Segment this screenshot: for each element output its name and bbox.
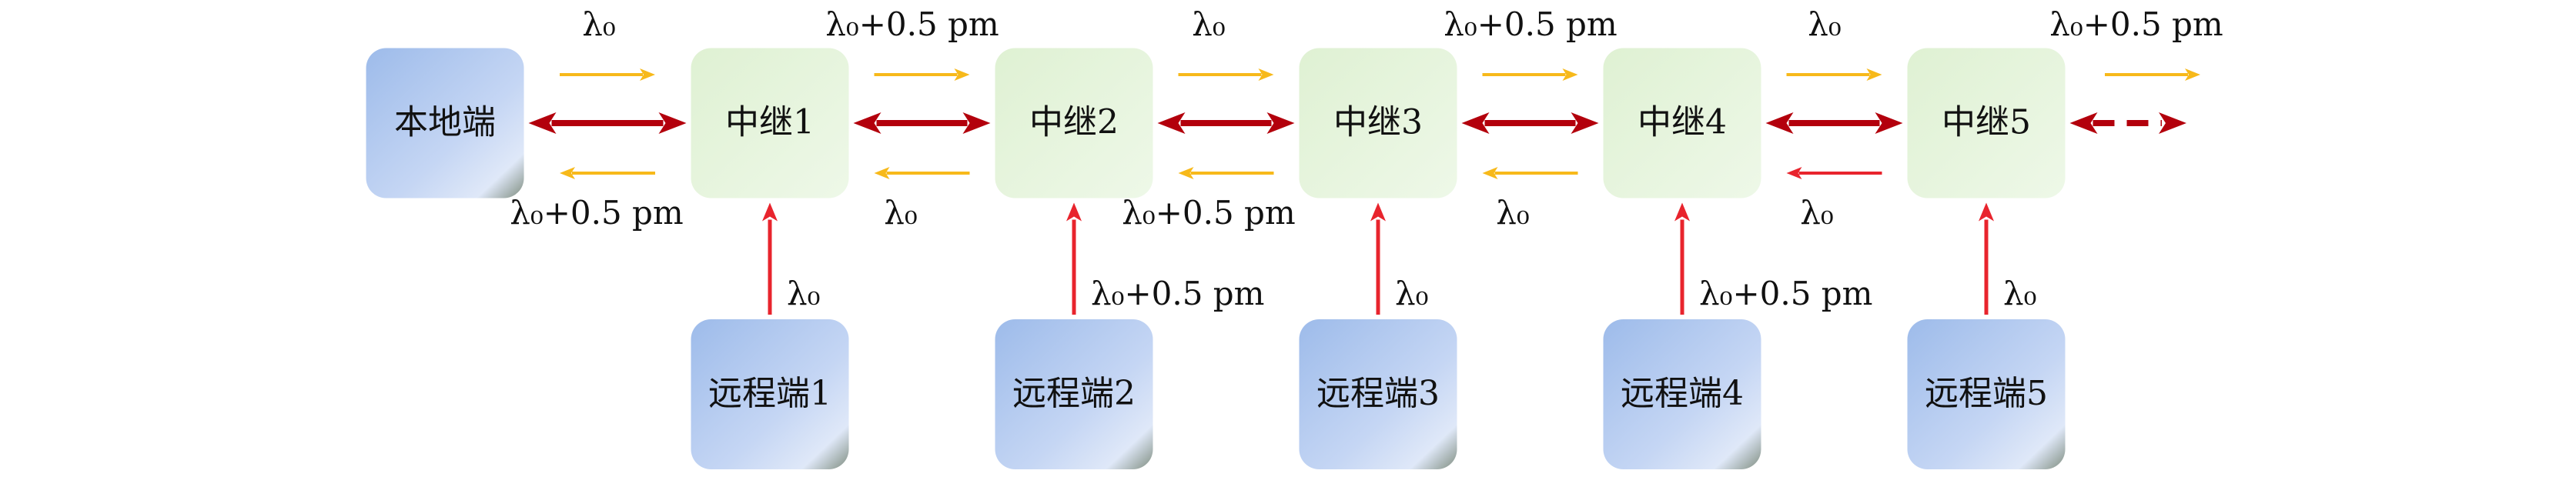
link-2-bidirectional-arrow-head-left xyxy=(1157,112,1186,134)
backward-wavelength-label-4: λ₀ xyxy=(1800,194,1833,232)
backward-wavelength-label-1: λ₀ xyxy=(884,194,917,232)
link-1-bidirectional-arrow-head-left xyxy=(853,112,882,134)
remote-terminal-3: 远程端3 xyxy=(1299,319,1457,469)
relay-1-box xyxy=(691,48,849,198)
backward-wavelength-label-3: λ₀ xyxy=(1496,194,1529,232)
link-3-bidirectional-arrow-head-left xyxy=(1461,112,1490,134)
backward-wavelength-label-2: λ₀+0.5 pm xyxy=(1122,194,1296,232)
backward-wavelength-arrow-4-head xyxy=(1786,167,1802,179)
local-terminal: 本地端 xyxy=(366,48,524,198)
forward-wavelength-arrow-0-head xyxy=(640,68,655,81)
uplink-arrow-3-head xyxy=(1370,202,1386,222)
relay-2: 中继2 xyxy=(995,48,1153,198)
forward-wavelength-label-1: λ₀+0.5 pm xyxy=(825,5,999,43)
backward-wavelength-arrow-2-head xyxy=(1178,167,1194,179)
relay-5-box xyxy=(1907,48,2066,198)
remote-terminal-1: 远程端1 xyxy=(691,319,849,469)
backward-wavelength-label-0: λ₀+0.5 pm xyxy=(510,194,684,232)
relay-5-label: 中继5 xyxy=(1942,103,2031,142)
remote-terminal-3-box xyxy=(1299,319,1457,469)
relay-2-label: 中继2 xyxy=(1029,103,1119,142)
tail-forward-wavelength-arrow-head xyxy=(2185,68,2200,81)
remote-terminal-1-box xyxy=(691,319,849,469)
remote-terminal-2: 远程端2 xyxy=(995,319,1153,469)
remote-terminal-4-label: 远程端4 xyxy=(1621,374,1744,413)
relay-5: 中继5 xyxy=(1907,48,2066,198)
relay-4: 中继4 xyxy=(1603,48,1761,198)
link-4-bidirectional-arrow-head-right xyxy=(1875,112,1903,134)
remote-terminal-2-box xyxy=(995,319,1153,469)
link-0-bidirectional-arrow-head-left xyxy=(528,112,557,134)
relay-3: 中继3 xyxy=(1299,48,1457,198)
remote-terminal-5: 远程端5 xyxy=(1907,319,2066,469)
remote-terminal-1-label: 远程端1 xyxy=(708,374,831,413)
remote-terminal-5-box xyxy=(1907,319,2066,469)
local-terminal-label: 本地端 xyxy=(394,103,496,142)
forward-wavelength-label-0: λ₀ xyxy=(582,5,615,43)
relay-3-label: 中继3 xyxy=(1333,103,1423,142)
relay-2-box xyxy=(995,48,1153,198)
labels-layer: λ₀ λ₀+0.5 pm λ₀ λ₀+0.5 pm λ₀ λ₀ λ₀+0.5 pm λ₀+0.… xyxy=(510,5,2223,312)
link-0-bidirectional-arrow-head-right xyxy=(658,112,687,134)
forward-wavelength-arrow-4-head xyxy=(1866,68,1882,81)
relay-1-label: 中继1 xyxy=(725,103,815,142)
relay-1: 中继1 xyxy=(691,48,849,198)
uplink-arrow-1-head xyxy=(762,202,778,222)
forward-wavelength-label-4: λ₀ xyxy=(1808,5,1841,43)
uplink-arrow-5-head xyxy=(1979,202,1994,222)
tail-dashed-arrow-head-right xyxy=(2159,112,2186,134)
relay-4-label: 中继4 xyxy=(1638,103,1727,142)
uplink-wavelength-label-2: λ₀+0.5 pm xyxy=(1091,275,1265,312)
forward-wavelength-label-3: λ₀+0.5 pm xyxy=(1444,5,1618,43)
uplink-wavelength-label-4: λ₀+0.5 pm xyxy=(1699,275,1873,312)
uplink-arrow-2-head xyxy=(1066,202,1082,222)
remote-terminal-3-label: 远程端3 xyxy=(1316,374,1440,413)
arrows-layer xyxy=(528,68,2200,315)
remote-terminal-5-label: 远程端5 xyxy=(1925,374,2048,413)
uplink-wavelength-label-1: λ₀ xyxy=(787,275,820,312)
remote-terminal-4-box xyxy=(1603,319,1761,469)
uplink-arrow-4-head xyxy=(1674,202,1690,222)
uplink-wavelength-label-5: λ₀ xyxy=(2003,275,2036,312)
link-1-bidirectional-arrow-head-right xyxy=(962,112,991,134)
link-4-bidirectional-arrow-head-left xyxy=(1765,112,1794,134)
tail-dashed-arrow-head-left xyxy=(2069,112,2098,134)
remote-terminal-2-label: 远程端2 xyxy=(1012,374,1136,413)
relay-3-box xyxy=(1299,48,1457,198)
remote-terminal-4: 远程端4 xyxy=(1603,319,1761,469)
tail-forward-wavelength-label: λ₀+0.5 pm xyxy=(2049,5,2223,43)
backward-wavelength-arrow-3-head xyxy=(1482,167,1498,179)
link-3-bidirectional-arrow-head-right xyxy=(1571,112,1599,134)
relay-4-box xyxy=(1603,48,1761,198)
forward-wavelength-arrow-2-head xyxy=(1258,68,1274,81)
local-terminal-box xyxy=(366,48,524,198)
forward-wavelength-label-2: λ₀ xyxy=(1192,5,1225,43)
forward-wavelength-arrow-1-head xyxy=(954,68,970,81)
backward-wavelength-arrow-1-head xyxy=(874,167,890,179)
link-2-bidirectional-arrow-head-right xyxy=(1266,112,1295,134)
backward-wavelength-arrow-0-head xyxy=(560,167,575,179)
forward-wavelength-arrow-3-head xyxy=(1562,68,1578,81)
nodes-layer: 本地端 中继1 远程端1 中继2 远程端2 中继3 远程端3 中继4 远程端4 中继5 远程端5 xyxy=(366,48,2066,469)
uplink-wavelength-label-3: λ₀ xyxy=(1395,275,1428,312)
